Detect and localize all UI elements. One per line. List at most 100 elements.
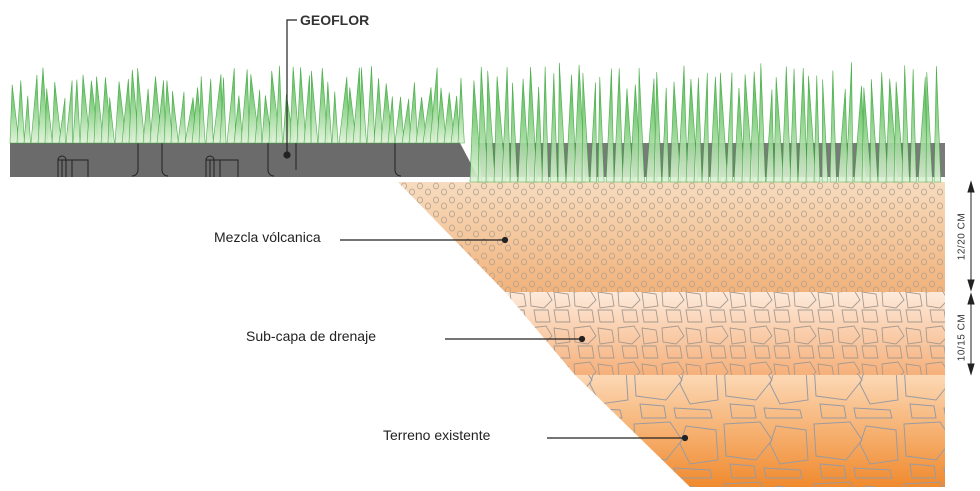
grass-blade: [16, 80, 25, 144]
grass-blade: [156, 80, 167, 144]
grass-blade: [254, 89, 263, 144]
thickness-volcanic: 12/20 CM: [956, 212, 968, 261]
label-volcanic-mix: Mezcla vólcanica: [214, 229, 321, 245]
grass-blade: [93, 76, 104, 144]
label-existing-ground: Terreno existente: [383, 427, 491, 443]
grass-blade: [72, 79, 81, 144]
label-drainage: Sub-capa de drenaje: [246, 328, 376, 344]
grass-blade: [450, 95, 460, 144]
grass-blade: [909, 69, 917, 183]
grass-blade: [415, 96, 428, 144]
grass-blade: [893, 81, 905, 183]
grass-right-front: [469, 62, 942, 183]
grass-blade: [135, 68, 146, 144]
grass-blade: [933, 66, 942, 183]
grass-left: [9, 65, 465, 144]
grass-blade: [805, 75, 817, 183]
grass-blade: [23, 95, 31, 144]
grass-blade: [845, 62, 854, 183]
grass-blade: [533, 87, 543, 183]
grass-blade: [725, 72, 734, 183]
grass-blade: [436, 87, 447, 144]
grass-blade: [198, 76, 206, 144]
grass-blade: [275, 65, 283, 144]
grass-blade: [765, 89, 775, 183]
grass-blade: [613, 68, 624, 183]
grass-blade: [861, 87, 872, 183]
grass-blade: [317, 68, 329, 144]
grass-blade: [877, 72, 889, 183]
grass-blade: [373, 78, 383, 144]
grass-blade: [352, 67, 362, 144]
grass-blade: [581, 72, 590, 183]
grass-blade: [813, 75, 821, 183]
grass-blade: [869, 79, 879, 183]
grass-blade: [219, 77, 227, 144]
grass-blade: [233, 95, 244, 144]
grass-blade: [925, 71, 933, 183]
grass-blade: [9, 84, 20, 144]
grass-blade: [226, 68, 236, 144]
grass-blade: [757, 63, 766, 183]
grass-blade: [177, 91, 186, 144]
grass-blade: [310, 70, 319, 144]
grass-blade: [296, 67, 307, 144]
grass-blade: [661, 87, 670, 183]
grass-blade: [669, 81, 682, 183]
grass-blade: [51, 82, 62, 144]
thickness-drainage: 10/15 CM: [956, 313, 968, 362]
grass-blade: [565, 74, 577, 183]
grass-blade: [408, 82, 418, 144]
grass-blade: [443, 92, 455, 144]
grass-blade: [677, 65, 688, 183]
grass-blade: [457, 77, 465, 144]
grass-blade: [142, 88, 152, 144]
grass-blade: [163, 80, 174, 144]
grass-blade: [709, 76, 721, 183]
grass-blade: [901, 65, 910, 183]
grass-blade: [589, 82, 598, 183]
grass-blade: [797, 68, 808, 183]
grass-blade: [359, 67, 367, 144]
grass-blade: [401, 98, 412, 144]
grass-blade: [324, 81, 332, 144]
grass-blade: [107, 97, 115, 144]
grass-blade: [477, 66, 489, 183]
grass-blade: [30, 74, 40, 144]
grass-blade: [789, 68, 799, 183]
grass-blade: [501, 67, 511, 183]
grass-blade: [331, 91, 339, 144]
layer-existing-ground: [575, 375, 945, 487]
grass-blade: [65, 80, 74, 144]
grass-blade: [549, 73, 558, 183]
grass-blade: [79, 74, 91, 144]
grass-blade: [605, 68, 615, 183]
grass-blade: [366, 66, 376, 144]
grass-blade: [345, 87, 357, 144]
grass-blade: [829, 70, 837, 183]
grass-blade: [701, 72, 710, 183]
grass-blade: [773, 77, 785, 183]
grass-blade: [621, 88, 634, 183]
grass-blade: [637, 67, 645, 183]
grass-blade: [58, 97, 66, 144]
grass-blade: [429, 67, 439, 144]
grass-blade: [525, 66, 538, 183]
grass-blade: [44, 88, 53, 144]
grass-blade: [240, 69, 251, 144]
grass-blade: [541, 66, 549, 183]
grass-blade: [717, 72, 728, 183]
grass-blade: [557, 62, 567, 183]
grass-blade: [485, 70, 496, 183]
grass-blade: [693, 77, 703, 183]
product-label-geoflor: GEOFLOR: [300, 12, 370, 28]
grass-blade: [741, 74, 754, 183]
grass-blade: [493, 76, 507, 183]
grass-blade: [837, 88, 849, 183]
leader-lines: [283, 19, 689, 442]
grass-blade: [170, 90, 179, 144]
grass-blade: [303, 75, 312, 144]
grass-blade: [121, 79, 132, 144]
layer-volcanic-mix: [398, 182, 945, 292]
